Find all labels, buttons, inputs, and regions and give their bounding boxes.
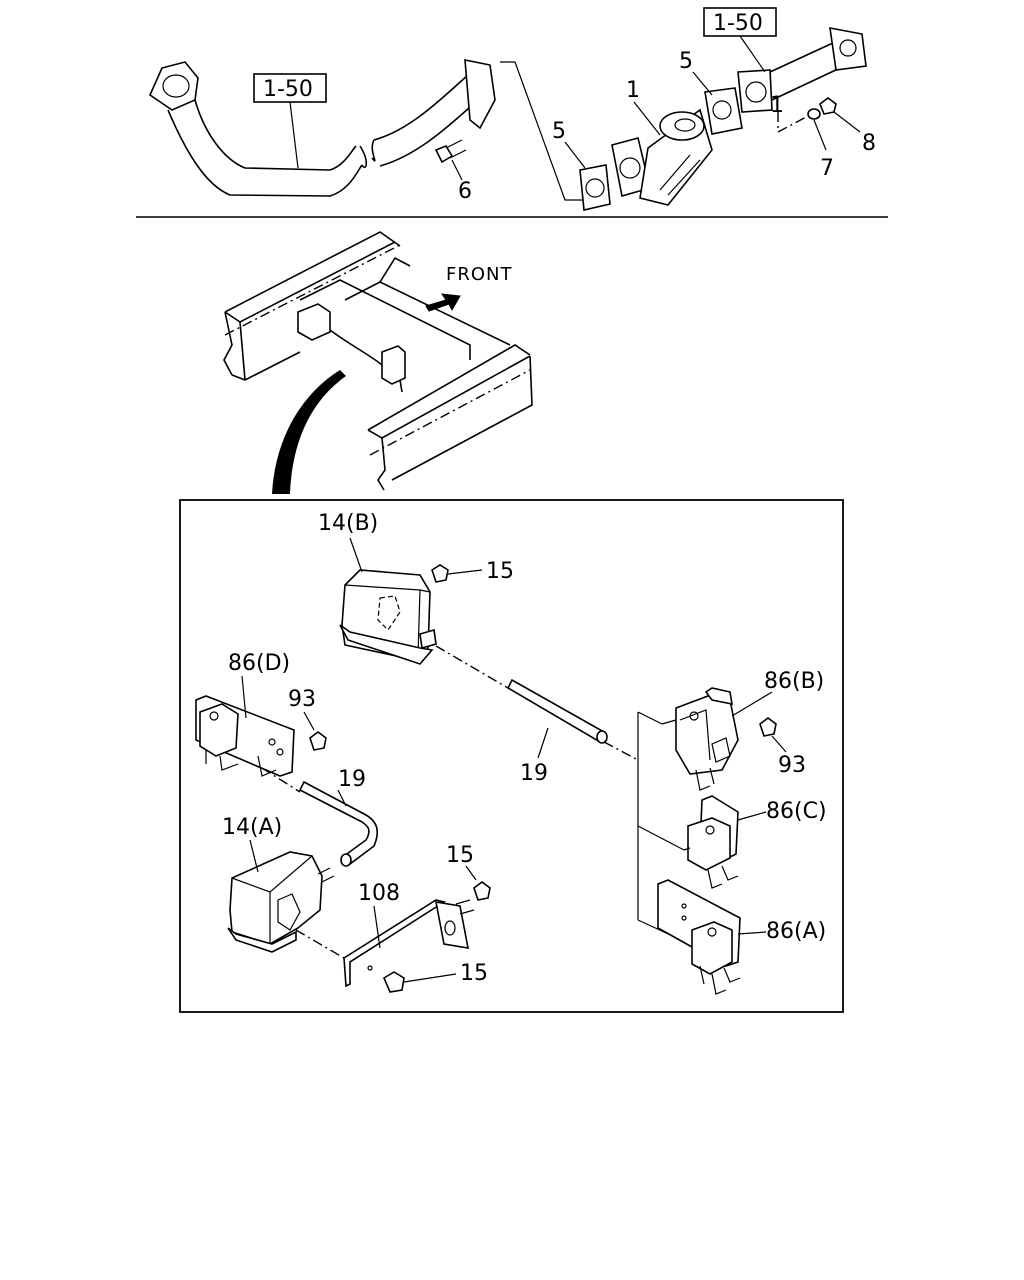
label-part-1-right: 1 <box>770 93 784 118</box>
label-part-93-left: 93 <box>288 687 316 712</box>
nut-93-left: 93 <box>288 687 327 751</box>
ref-label-right: 1-50 <box>713 11 763 36</box>
nut-93-right: 93 <box>759 717 806 778</box>
label-part-86d: 86(D) <box>228 651 290 676</box>
label-part-14b: 14(B) <box>318 511 378 536</box>
label-part-19-left: 19 <box>338 767 366 792</box>
relay-14a: 14(A) <box>222 815 335 953</box>
relay-box-on-frame <box>297 303 406 393</box>
label-part-15-top: 15 <box>486 559 514 584</box>
bolt-6: 6 <box>434 139 472 204</box>
label-part-6: 6 <box>458 179 472 204</box>
ref-label-left: 1-50 <box>263 77 313 102</box>
label-part-7: 7 <box>820 156 834 181</box>
hose-19-right: 19 <box>435 645 639 786</box>
chassis-frame <box>223 231 533 491</box>
valve-guide-line <box>637 711 691 945</box>
ref-box-right: 1-50 <box>703 7 777 73</box>
label-part-93-right: 93 <box>778 753 806 778</box>
valve-86d: 86(D) <box>195 651 295 777</box>
label-part-5-left: 5 <box>552 119 566 144</box>
gasket-5-right: 5 <box>679 49 743 135</box>
front-indicator: FRONT <box>425 264 513 312</box>
label-part-86b: 86(B) <box>764 669 824 694</box>
valve-86c: 86(C) <box>683 795 827 889</box>
label-part-14a: 14(A) <box>222 815 282 840</box>
detail-box-frame <box>179 499 844 1013</box>
relay-14b: 14(B) <box>318 511 437 665</box>
muffler-1: 1 <box>611 78 713 206</box>
bracket-108: 108 <box>295 881 475 988</box>
ref-box-left: 1-50 <box>253 73 327 169</box>
exhaust-pipe-left <box>148 59 496 197</box>
nut-15-top: 15 <box>431 559 514 584</box>
valve-86a: 86(A) <box>657 879 826 995</box>
hose-19-left: 19 <box>261 767 379 867</box>
valve-86b: 86(B) <box>661 669 824 791</box>
label-part-86a: 86(A) <box>766 919 826 944</box>
nut-15-mid: 15 <box>446 843 491 901</box>
nut-8: 8 <box>819 97 876 156</box>
label-part-15-bottom: 15 <box>460 961 488 986</box>
front-label: FRONT <box>446 264 513 285</box>
exhaust-pipe-right <box>737 27 867 113</box>
detail-callout-arrow <box>272 370 346 494</box>
front-arrow-icon <box>425 293 461 312</box>
part-1-right-label: 1 <box>770 93 811 133</box>
label-part-5-right: 5 <box>679 49 693 74</box>
label-part-8: 8 <box>862 131 876 156</box>
gasket-5-left: 5 <box>552 119 611 211</box>
label-part-1-main: 1 <box>626 78 640 103</box>
washer-7: 7 <box>807 108 834 181</box>
label-part-15-mid: 15 <box>446 843 474 868</box>
nut-15-bottom: 15 <box>382 961 488 993</box>
label-part-19-right: 19 <box>520 761 548 786</box>
label-part-108: 108 <box>358 881 400 906</box>
label-part-86c: 86(C) <box>766 799 827 824</box>
